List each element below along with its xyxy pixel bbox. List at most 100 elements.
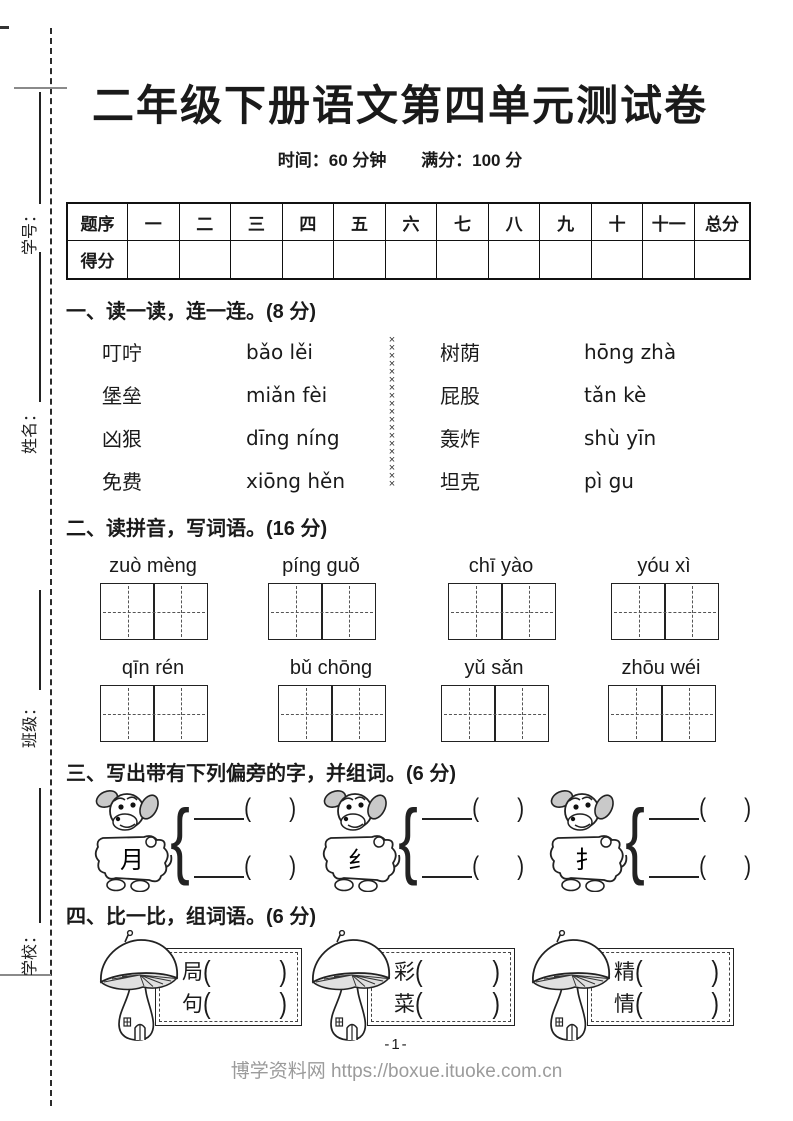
word-item: 堡垒 bbox=[102, 386, 142, 408]
paren-close: ) bbox=[711, 986, 719, 1020]
word-item: 屁股 bbox=[440, 386, 480, 408]
score-col-3: 三 bbox=[231, 204, 283, 241]
pinyin-label: zhōu wéi bbox=[621, 657, 701, 679]
score-blank-cell bbox=[334, 241, 386, 278]
paren-open: ( bbox=[472, 852, 480, 881]
compare-row: 句() bbox=[156, 988, 301, 1018]
mushroom-illustration bbox=[531, 930, 611, 1041]
pinyin-item: shù yīn bbox=[584, 425, 657, 450]
writing-box bbox=[100, 583, 208, 640]
paren-open: ( bbox=[203, 954, 211, 988]
answer-blank: () bbox=[422, 790, 525, 823]
pinyin-label: yǔ sǎn bbox=[464, 657, 524, 679]
compare-char: 彩 bbox=[394, 960, 415, 984]
exam-meta: 时间：60 分钟 满分：100 分 bbox=[70, 146, 730, 171]
section-3-heading: 三、写出带有下列偏旁的字，并组词。(6 分) bbox=[66, 763, 456, 785]
pinyin-item: dīng níng bbox=[246, 425, 340, 450]
paren-close: ) bbox=[279, 986, 287, 1020]
paren-open: ( bbox=[699, 794, 707, 823]
exam-full-score: 满分：100 分 bbox=[421, 151, 523, 170]
radical-character: 纟 bbox=[348, 848, 372, 874]
answer-line bbox=[194, 848, 245, 878]
compare-box: 精() 情() bbox=[587, 948, 734, 1026]
pinyin-item: bǎo lěi bbox=[246, 339, 313, 364]
paren-open: ( bbox=[415, 986, 423, 1020]
paren-open: ( bbox=[635, 954, 643, 988]
score-blank-cell bbox=[283, 241, 335, 278]
score-col-5: 五 bbox=[334, 204, 386, 241]
score-col-1: 一 bbox=[128, 204, 180, 241]
score-blank-cell bbox=[437, 241, 489, 278]
match-words-right: 树荫 屁股 轰炸 坦克 bbox=[440, 330, 480, 502]
answer-line bbox=[422, 790, 473, 820]
site-credit: 博学资料网 https://boxue.ituoke.com.cn bbox=[230, 1061, 563, 1082]
answer-blank: () bbox=[649, 850, 752, 881]
paren-open: ( bbox=[203, 986, 211, 1020]
paren-close: ) bbox=[492, 986, 500, 1020]
word-item: 免费 bbox=[102, 472, 142, 494]
corner-mark bbox=[0, 26, 9, 29]
name-blank-line bbox=[39, 252, 41, 402]
exam-time: 时间：60 分钟 bbox=[277, 151, 387, 170]
compare-char: 句 bbox=[182, 992, 203, 1016]
score-table: 题序 一 二 三 四 五 六 七 八 九 十 十一 总分 得分 bbox=[66, 202, 751, 280]
score-blank-cell bbox=[386, 241, 438, 278]
paren-close: ) bbox=[289, 852, 297, 881]
score-col-2: 二 bbox=[179, 204, 232, 241]
score-table-score-label: 得分 bbox=[68, 241, 128, 278]
writing-box bbox=[278, 685, 386, 742]
radical-exercise-unit: 月 { () () bbox=[94, 783, 326, 895]
word-item: 轰炸 bbox=[440, 429, 480, 451]
paren-close: ) bbox=[279, 954, 287, 988]
pinyin-item: miǎn fèi bbox=[246, 382, 328, 407]
brace-glyph: { bbox=[170, 792, 190, 886]
compare-char: 精 bbox=[614, 960, 635, 984]
brace-glyph: { bbox=[625, 792, 645, 886]
dog-illustration: 扌 bbox=[549, 790, 628, 892]
writing-box bbox=[448, 583, 556, 640]
score-blank-cell bbox=[489, 241, 541, 278]
paren-open: ( bbox=[244, 794, 252, 823]
margin-rule-bottom bbox=[0, 974, 51, 976]
paren-close: ) bbox=[492, 954, 500, 988]
paren-open: ( bbox=[415, 954, 423, 988]
answer-line bbox=[649, 790, 700, 820]
writing-box bbox=[268, 583, 376, 640]
compare-char: 局 bbox=[182, 960, 203, 984]
score-blank-cell bbox=[540, 241, 592, 278]
writing-box bbox=[100, 685, 208, 742]
paren-close: ) bbox=[517, 794, 525, 823]
answer-line bbox=[194, 790, 245, 820]
radical-character: 扌 bbox=[575, 847, 599, 874]
answer-column: () () bbox=[194, 795, 297, 881]
paren-close: ) bbox=[744, 794, 752, 823]
radical-character: 月 bbox=[120, 848, 144, 874]
section-1-heading: 一、读一读，连一连。(8 分) bbox=[66, 301, 316, 323]
student-id-blank-line bbox=[39, 92, 41, 204]
compare-row: 情() bbox=[588, 988, 733, 1018]
mushroom-illustration bbox=[99, 930, 179, 1041]
word-item: 叮咛 bbox=[102, 343, 142, 365]
pinyin-label: zuò mèng bbox=[109, 555, 197, 577]
compare-row: 局() bbox=[156, 956, 301, 986]
score-blank-cell bbox=[592, 241, 644, 278]
score-col-11: 十一 bbox=[643, 204, 695, 241]
radical-exercise-unit: 扌 { () () bbox=[549, 783, 781, 895]
writing-box bbox=[611, 583, 719, 640]
score-blank-cell bbox=[128, 241, 180, 278]
word-item: 树荫 bbox=[440, 343, 480, 365]
match-pinyin-left: bǎo lěi miǎn fèi dīng níng xiōng hěn bbox=[246, 330, 345, 502]
paren-close: ) bbox=[744, 852, 752, 881]
compare-row: 彩() bbox=[368, 956, 514, 986]
score-col-6: 六 bbox=[385, 204, 438, 241]
paren-close: ) bbox=[289, 794, 297, 823]
pinyin-item: pì gu bbox=[584, 468, 634, 493]
margin-label-student-id: 学号： bbox=[22, 207, 39, 256]
word-item: 凶狠 bbox=[102, 429, 142, 451]
page-number: -1- bbox=[384, 1036, 409, 1053]
score-col-9: 九 bbox=[540, 204, 592, 241]
pinyin-label: yóu xì bbox=[637, 555, 691, 577]
compare-char: 情 bbox=[614, 992, 635, 1016]
score-blank-cell bbox=[180, 241, 232, 278]
